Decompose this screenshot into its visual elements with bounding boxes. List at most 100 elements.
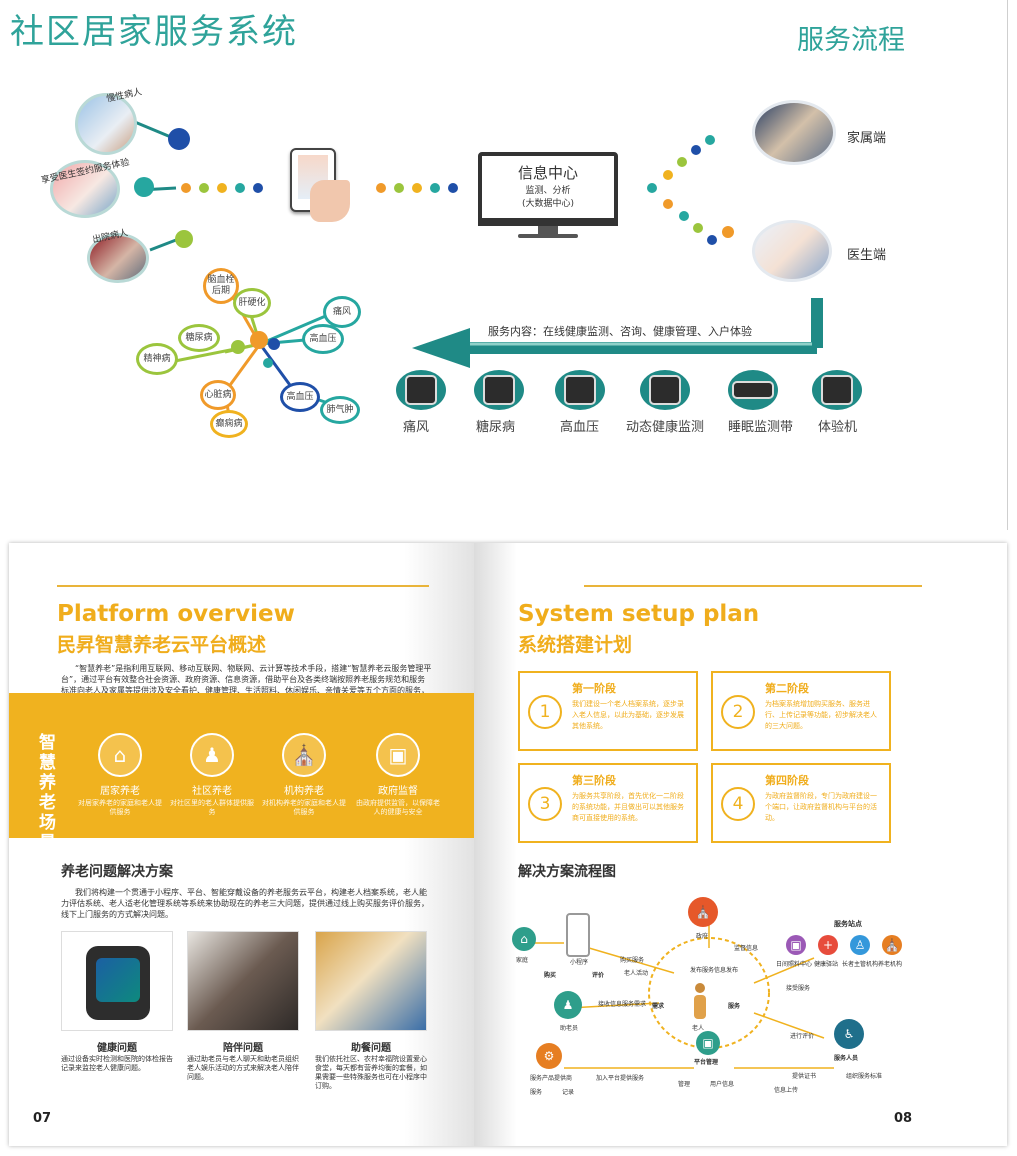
mindmap-node-3: 痛风 xyxy=(323,296,361,328)
node-dot xyxy=(268,338,280,350)
left-cn-title: 民昇智慧养老云平台概述 xyxy=(57,634,267,656)
flow-label-station-1: 日间照料中心 xyxy=(776,961,813,968)
monitor-stand xyxy=(538,226,558,234)
health-station-icon: + xyxy=(818,935,838,955)
building-icon: ⛪ xyxy=(282,733,326,777)
elder-agency-icon: ♙ xyxy=(850,935,870,955)
flow-label-eval: 进行评价 xyxy=(790,1033,815,1040)
flow-label-station-2: 健康驿站 xyxy=(814,961,839,968)
left-en-title: Platform overview xyxy=(57,601,295,627)
flow-label-org: 组织服务标准 xyxy=(846,1073,883,1080)
mindmap-node-9: 高血压 xyxy=(280,382,320,412)
patient-photo-2 xyxy=(50,160,120,218)
flow-label-staff: 服务人员 xyxy=(834,1055,859,1062)
flow-label-publish: 发布服务信息发布 xyxy=(690,967,739,974)
flow-title: 解决方案流程图 xyxy=(518,864,616,880)
provider-icon: ⚙ xyxy=(536,1043,562,1069)
problem-title-2: 陪伴问题 xyxy=(223,1043,263,1054)
page-title: 社区居家服务系统 xyxy=(10,12,298,52)
flow-label-stations-title: 服务站点 xyxy=(834,920,862,928)
flow-label-service: 服务 xyxy=(728,1003,741,1010)
family-end-label: 家属端 xyxy=(847,131,887,146)
flow-label-family: 家庭 xyxy=(516,957,529,964)
info-center-line1: 监测、分析 xyxy=(525,186,571,196)
daycare-icon: ▣ xyxy=(786,935,806,955)
solution-paragraph: 我们将构建一个贯通于小程序、平台、智能穿戴设备的养老服务云平台，构建老人档案系统… xyxy=(61,888,429,919)
mindmap-node-10: 肺气肿 xyxy=(320,396,360,424)
flow-label-info-upload: 信息上传 xyxy=(774,1087,799,1094)
divider xyxy=(1007,0,1008,530)
flow-label-provider: 服务产品提供商 xyxy=(530,1075,573,1082)
gold-rule xyxy=(584,585,922,587)
right-cn-title: 系统搭建计划 xyxy=(518,634,633,656)
staff-icon: ♿ xyxy=(834,1019,864,1049)
flow-label-miniapp: 小程序 xyxy=(570,959,589,966)
problem-text-1: 通过设备实时检测和医院的体检报告记录来监控老人健康问题。 xyxy=(61,1055,173,1072)
flow-label-accept: 接受服务 xyxy=(786,985,811,992)
device-label-4: 动态健康监测 xyxy=(626,420,705,435)
family-photo xyxy=(752,100,836,165)
flow-label-elder-activity: 老人活动 xyxy=(624,970,649,977)
left-page: Platform overview 民昇智慧养老云平台概述 “智慧养老”是指利用… xyxy=(9,543,474,1146)
flow-label-elder: 老人 xyxy=(692,1025,705,1032)
flow-connectors xyxy=(129,118,823,368)
scene-community: ♟ 社区养老 对社区里的老人群体提供服务 xyxy=(167,733,257,817)
brochure-spread: Platform overview 民昇智慧养老云平台概述 “智慧养老”是指利用… xyxy=(9,543,1007,1146)
flow-label-service-bottom: 服务 xyxy=(530,1089,543,1096)
device-label-3: 高血压 xyxy=(560,420,600,435)
flow-label-helper: 助老员 xyxy=(560,1025,579,1032)
device-label-2: 糖尿病 xyxy=(476,420,516,435)
problem-text-2: 通过助老员与老人聊天和助老员组织老人娱乐活动的方式来解决老人陪伴问题。 xyxy=(187,1055,299,1081)
monitor-icon: ▣ xyxy=(376,733,420,777)
device-label-1: 痛风 xyxy=(403,420,430,435)
phase-3: 3 第三阶段 为服务共享阶段，首先优化一二阶段的系统功能，并且做出可以其他服务商… xyxy=(518,763,698,843)
node-dot xyxy=(722,226,734,238)
platform-icon: ▣ xyxy=(696,1031,720,1055)
info-center-line2: (大数据中心) xyxy=(521,199,575,209)
scene-home: ⌂ 居家养老 对居家养老的家庭和老人提供服务 xyxy=(75,733,165,817)
experience-machine-icon xyxy=(812,370,862,410)
mindmap-node-5: 高血压 xyxy=(302,324,344,354)
glucose-meter-icon xyxy=(474,370,524,410)
family-node-icon: ⌂ xyxy=(512,927,536,951)
problem-title-1: 健康问题 xyxy=(97,1043,137,1054)
scene-government: ▣ 政府监督 由政府提供监管，以保障老人的健康与安全 xyxy=(353,733,443,817)
flow-label-record: 记录 xyxy=(562,1089,575,1096)
monitor-foot xyxy=(518,234,578,238)
smartwatch-icon xyxy=(640,370,690,410)
flow-label-buy: 购买 xyxy=(544,972,557,979)
flow-label-supervise: 监督信息 xyxy=(734,945,759,952)
doctor-photo xyxy=(752,220,832,282)
tablet-icon xyxy=(555,370,605,410)
flow-label-buy-service: 购买服务 xyxy=(620,957,645,964)
gold-rule xyxy=(57,585,429,587)
flow-label-rate: 评价 xyxy=(592,972,605,979)
node-dot xyxy=(175,230,193,248)
mindmap-node-2: 肝硬化 xyxy=(233,288,271,318)
smartwatch-photo xyxy=(61,931,173,1031)
problem-text-3: 我们依托社区、农村幸福院设置爱心食堂，每天都有营养均衡的套餐，如果需要一些特殊服… xyxy=(315,1055,427,1090)
dot-chain-mid xyxy=(376,183,458,193)
elder-figure-icon xyxy=(689,983,711,1021)
flow-label-station-3: 长者主管机构 xyxy=(842,961,879,968)
node-dot xyxy=(231,340,245,354)
node-dot xyxy=(250,331,268,349)
phase-2: 2 第二阶段 为档案系统增加购买服务、服务进行、上传记录等功能，初步解决老人的三… xyxy=(711,671,891,751)
mindmap-node-1: 脑血栓后期 xyxy=(203,268,239,304)
scene-institution: ⛪ 机构养老 对机构养老的家庭和老人提供服务 xyxy=(259,733,349,817)
problem-title-3: 助餐问题 xyxy=(351,1043,391,1054)
flow-label-receive: 接收信息服务需求 xyxy=(598,1001,647,1008)
companion-photo xyxy=(187,931,299,1031)
mindmap-node-8: 癫痫病 xyxy=(210,410,248,438)
node-dot xyxy=(168,128,190,150)
phase-4: 4 第四阶段 为政府监督阶段，专门为政府建设一个端口，让政府监督机构与平台的活动… xyxy=(711,763,891,843)
people-icon: ♟ xyxy=(190,733,234,777)
flow-label-join: 加入平台提供服务 xyxy=(596,1075,645,1082)
device-label-5: 睡眠监测带 xyxy=(728,420,794,435)
dot-chain-left xyxy=(181,183,263,193)
mindmap-node-7: 心脏病 xyxy=(200,380,236,410)
right-page: System setup plan 系统搭建计划 1 第一阶段 我们建设一个老人… xyxy=(474,543,1007,1146)
flow-label-user-info: 用户信息 xyxy=(710,1081,735,1088)
helper-icon: ♟ xyxy=(554,991,582,1019)
service-content-label: 服务内容：在线健康监测、咨询、健康管理、入户体验 xyxy=(488,325,752,338)
